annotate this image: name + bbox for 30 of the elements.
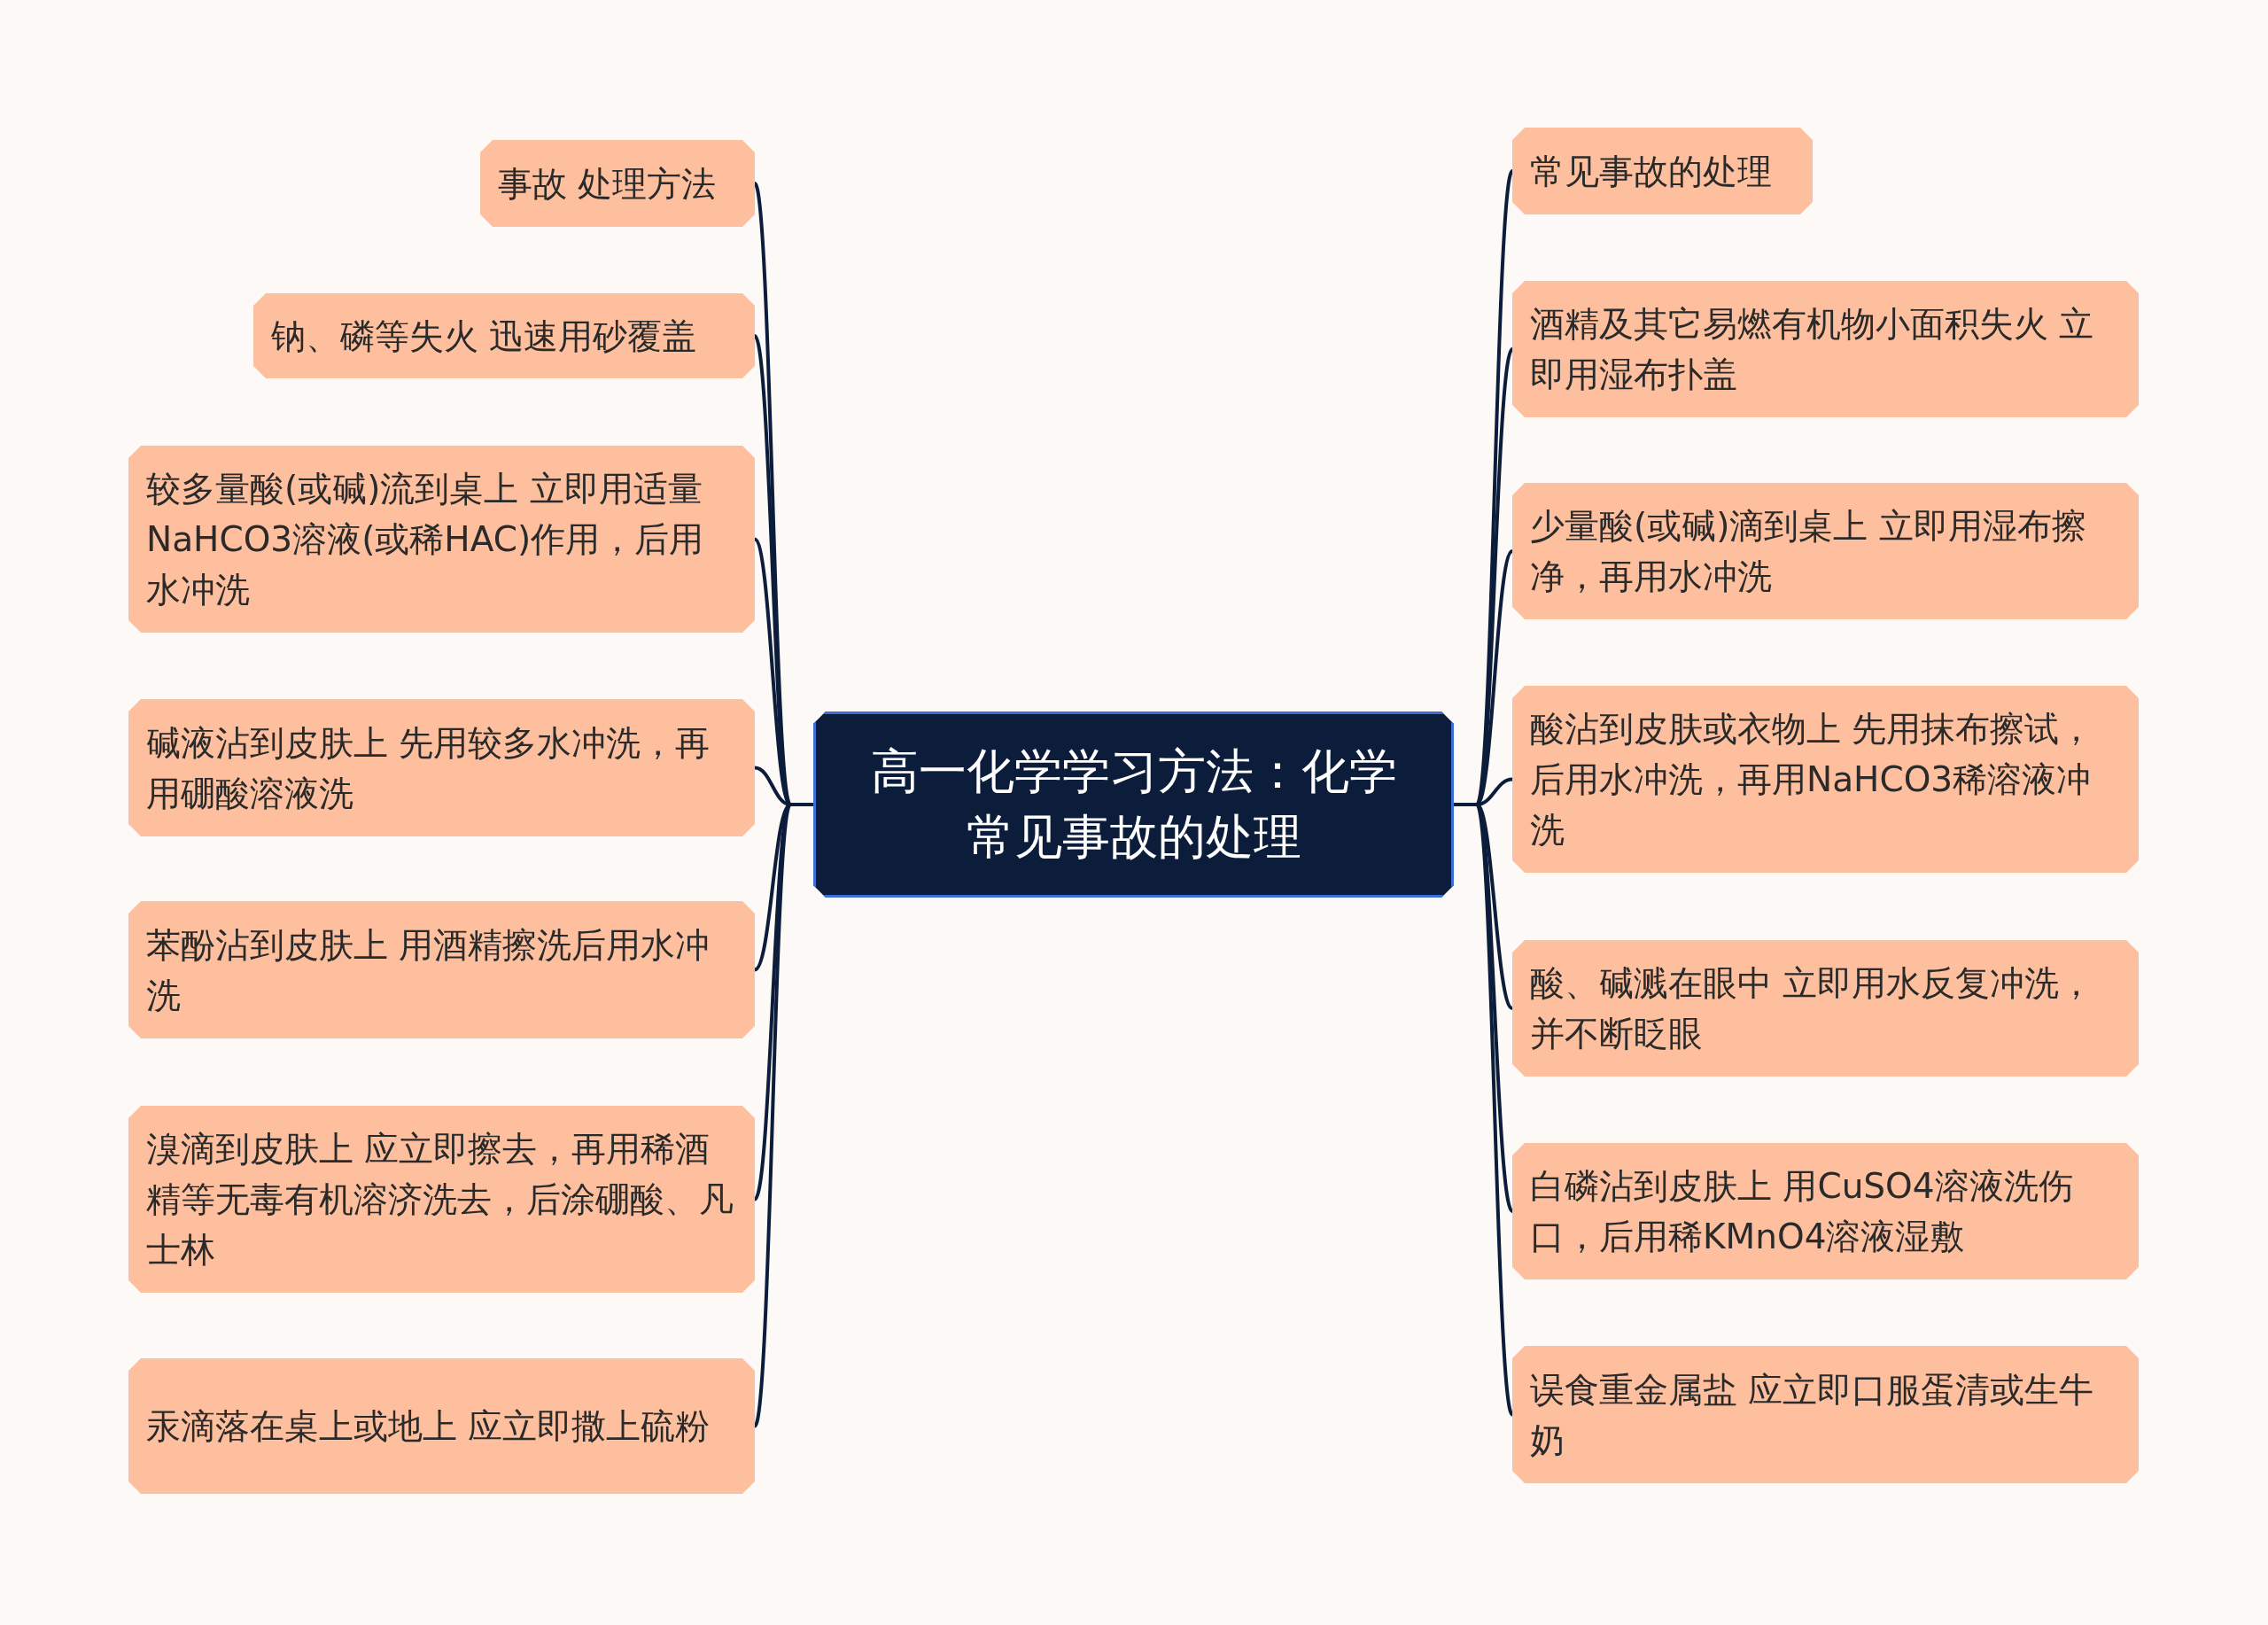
- topic-box: [128, 1358, 755, 1494]
- topic-box: [1512, 1346, 2139, 1483]
- topic-box: [128, 1106, 755, 1293]
- topic-box: [1512, 686, 2139, 873]
- topic-text: 误食重金属盐 应立即口服蛋清或生牛奶: [1530, 1368, 2095, 1462]
- topic-text: 酸沾到皮肤或衣物上 先用抹布擦试，后用水冲洗，再用NaHCO3稀溶液冲洗: [1530, 708, 2095, 851]
- topic-box: [1512, 483, 2139, 619]
- topic-text: 酸、碱溅在眼中 立即用水反复冲洗，并不断眨眼: [1530, 962, 2095, 1055]
- topic-text: 苯酚沾到皮肤上 用酒精擦洗后用水冲洗: [146, 923, 711, 1017]
- topic-text: 溴滴到皮肤上 应立即擦去，再用稀酒精等无毒有机溶济洗去，后涂硼酸、凡士林: [146, 1128, 734, 1271]
- topic-box: [480, 140, 755, 227]
- topic-text: 少量酸(或碱)滴到桌上 立即用湿布擦净，再用水冲洗: [1530, 505, 2087, 598]
- topic-box: [128, 699, 755, 836]
- central-topic-box: [813, 711, 1454, 898]
- topic-text: 汞滴落在桌上或地上 应立即撒上硫粉: [146, 1405, 711, 1448]
- topic-box: [1512, 1143, 2139, 1279]
- topic-box: [253, 293, 755, 378]
- topic-box: [1512, 940, 2139, 1077]
- topic-text: 白磷沾到皮肤上 用CuSO4溶液洗伤口，后用稀KMnO4溶液湿敷: [1530, 1165, 2074, 1258]
- topic-text: 较多量酸(或碱)流到桌上 立即用适量NaHCO3溶液(或稀HAC)作用，后用水冲洗: [146, 468, 705, 611]
- topic-box: [128, 901, 755, 1038]
- topic-box: [1512, 128, 1813, 214]
- topic-box: [128, 446, 755, 633]
- topic-text: 钠、磷等失火 迅速用砂覆盖: [271, 315, 697, 358]
- topic-text: 常见事故的处理: [1530, 150, 1772, 193]
- topic-text: 酒精及其它易燃有机物小面积失火 立即用湿布扑盖: [1530, 303, 2095, 396]
- topic-text: 事故 处理方法: [498, 162, 717, 206]
- topic-box: [1512, 281, 2139, 417]
- topic-text: 碱液沾到皮肤上 先用较多水冲洗，再用硼酸溶液洗: [146, 721, 711, 815]
- central-topic-text: 高一化学学习方法：化学常见事故的处理: [869, 743, 1398, 867]
